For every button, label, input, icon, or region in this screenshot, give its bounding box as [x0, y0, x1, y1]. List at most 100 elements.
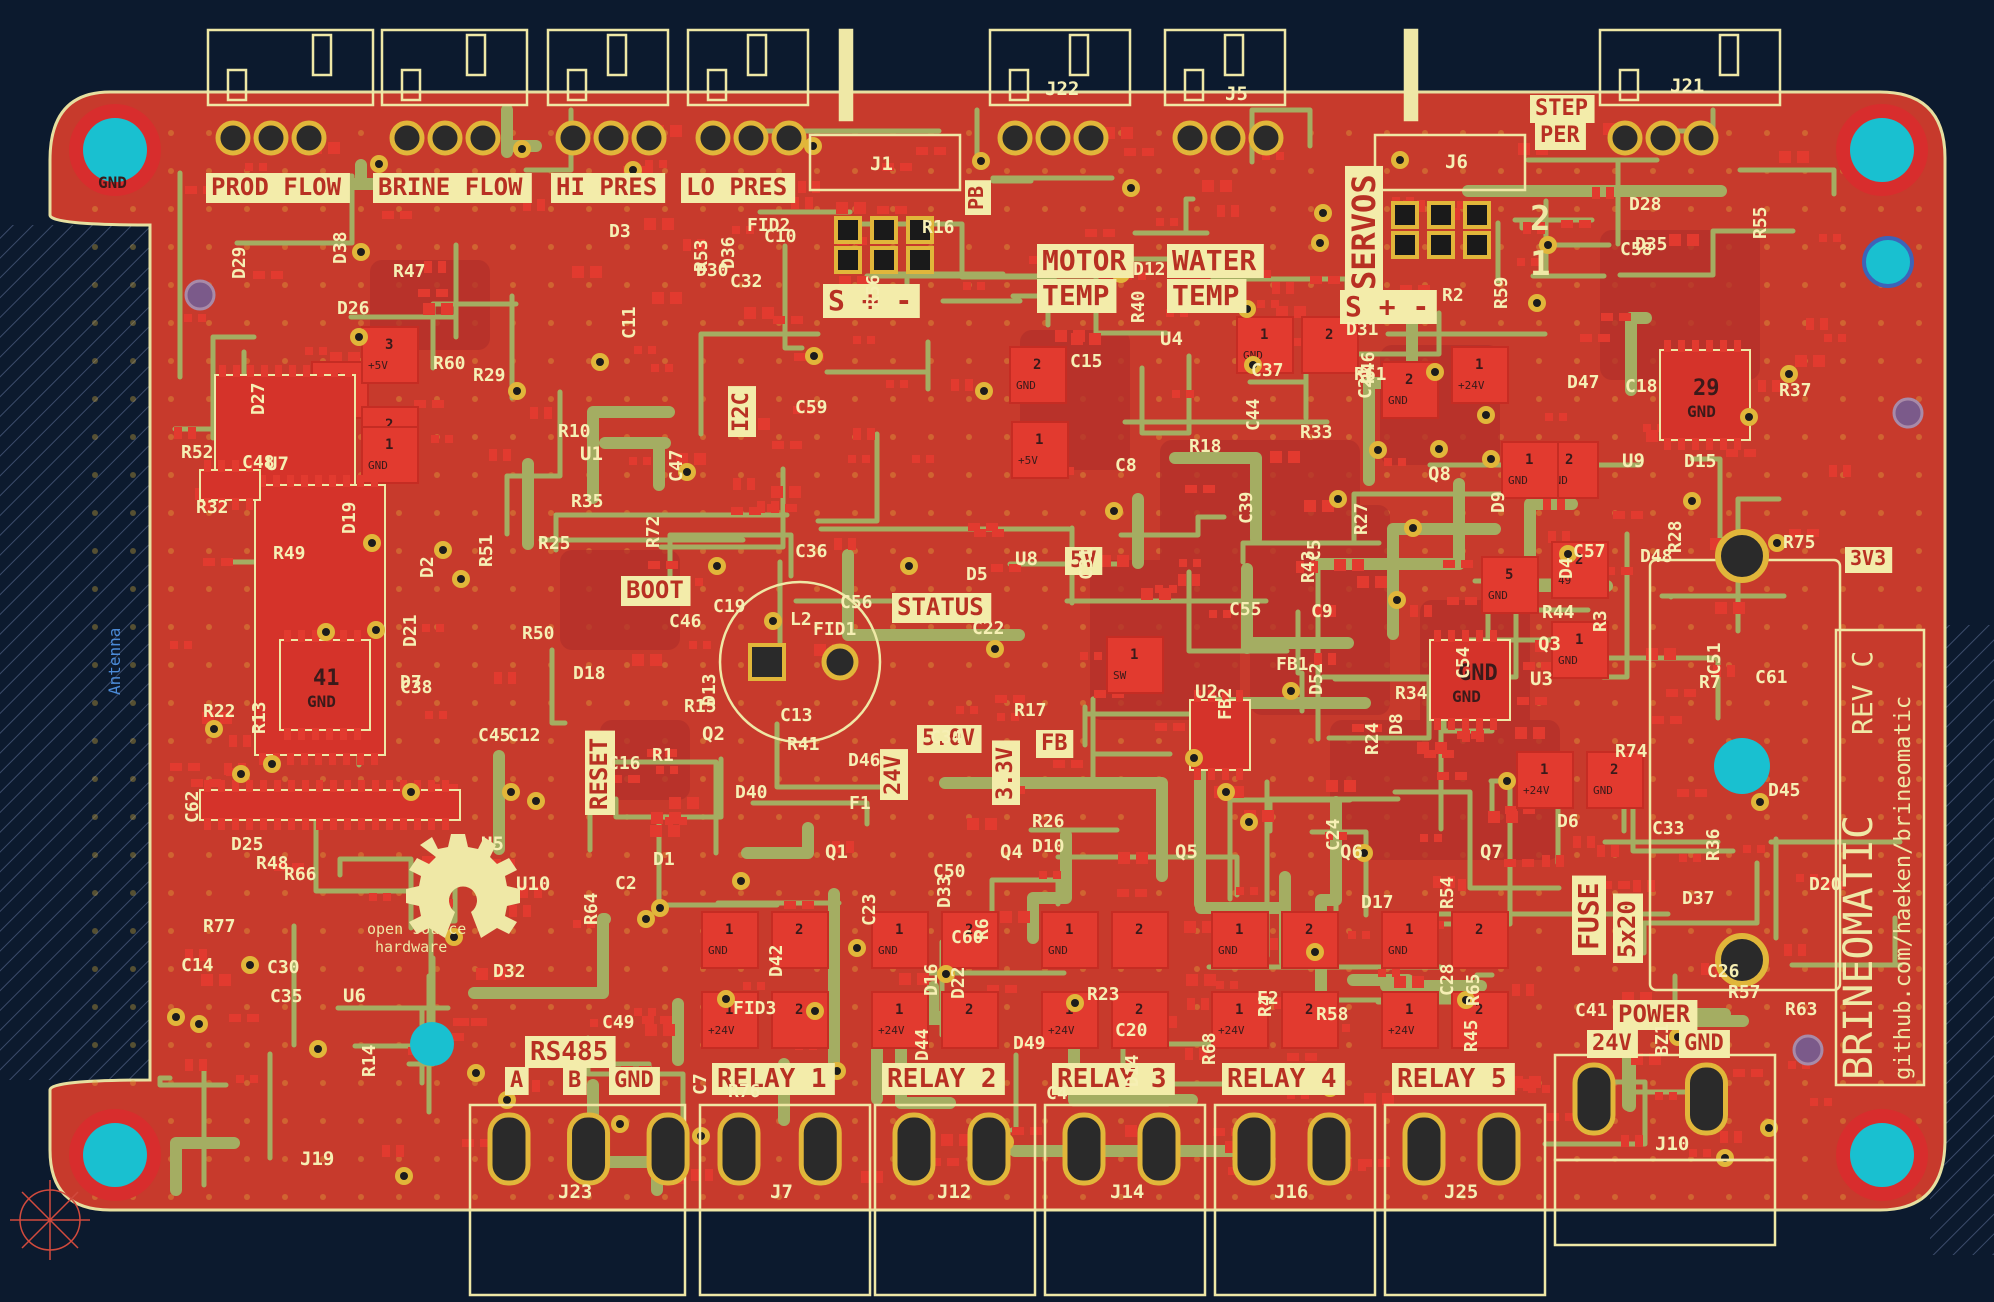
mounting-hole-bottom-right[interactable]: [1836, 1109, 1928, 1201]
smd-pad[interactable]: 1+24V: [1451, 346, 1509, 404]
top-connector[interactable]: [1163, 28, 1287, 156]
designator: R27: [1351, 502, 1372, 535]
mounting-hole-small[interactable]: [1862, 236, 1914, 288]
smd-pad[interactable]: 1+24V: [871, 991, 929, 1049]
mounting-hole-bottom-left[interactable]: [69, 1109, 161, 1201]
smd-pad[interactable]: 2: [1301, 316, 1359, 374]
svg-text:3V3: 3V3: [1850, 546, 1886, 570]
smd-pad[interactable]: 2: [1451, 911, 1509, 969]
silk-label: RELAY 3: [1052, 1063, 1175, 1095]
bottom-connector[interactable]: [1383, 1103, 1547, 1297]
smd-pad[interactable]: 2: [941, 911, 999, 969]
svg-text:HI PRES: HI PRES: [556, 173, 657, 201]
mounting-hole-top-right[interactable]: [1836, 104, 1928, 196]
designator: C2: [615, 873, 637, 894]
designator: R51: [476, 534, 497, 567]
designator: D48: [1640, 546, 1673, 567]
designator: R74: [1615, 741, 1648, 762]
ic-footprint[interactable]: [199, 460, 261, 510]
top-connector[interactable]: [988, 28, 1132, 156]
designator: R37: [1779, 380, 1812, 401]
smd-pad[interactable]: 1SW: [1106, 636, 1164, 694]
designator: C46: [669, 611, 702, 632]
svg-text:RELAY 1: RELAY 1: [717, 1064, 827, 1094]
smd-pad[interactable]: 2: [771, 911, 829, 969]
designator: C14: [181, 955, 214, 976]
designator: D28: [1629, 194, 1662, 215]
smd-pad[interactable]: 2: [1281, 911, 1339, 969]
smd-pad[interactable]: 1+5V: [1011, 421, 1069, 479]
smd-pad[interactable]: 2: [1111, 991, 1169, 1049]
designator: C59: [795, 397, 828, 418]
smd-pad[interactable]: 1+24V: [1211, 991, 1269, 1049]
mounting-hole-small[interactable]: [410, 1022, 454, 1066]
designator: C16: [608, 753, 641, 774]
smd-pad[interactable]: 2: [771, 991, 829, 1049]
mounting-hole-small[interactable]: [1714, 738, 1770, 794]
designator: D36: [718, 236, 739, 269]
top-connector[interactable]: [686, 28, 810, 156]
buzzer-bz1[interactable]: L2: [718, 580, 882, 744]
fuse-holder[interactable]: [1648, 529, 1842, 992]
mounting-hole-top-left[interactable]: GND: [69, 104, 161, 196]
bottom-connector[interactable]: [1043, 1103, 1207, 1297]
svg-text:MOTOR: MOTOR: [1042, 244, 1126, 277]
svg-text:5V: 5V: [1070, 548, 1097, 573]
designator: D21: [400, 614, 421, 647]
smd-pad[interactable]: 1+24V: [1516, 751, 1574, 809]
designator: R33: [1300, 422, 1333, 443]
designator: R55: [1750, 206, 1771, 239]
designator: C47: [666, 449, 687, 482]
smd-pad[interactable]: 2: [941, 991, 999, 1049]
silk-label: PROD FLOW: [206, 173, 350, 203]
designator: R47: [393, 261, 426, 282]
top-connector[interactable]: [206, 28, 375, 156]
designator: R40: [1128, 290, 1149, 323]
bottom-connector[interactable]: [468, 1103, 690, 1297]
designator: C58: [1620, 239, 1653, 260]
designator: Q8: [1428, 463, 1451, 485]
designator: C39: [1236, 491, 1257, 524]
silk-label: FB: [1036, 730, 1074, 758]
svg-text:2: 2: [1405, 372, 1413, 388]
svg-text:+24V: +24V: [708, 1024, 735, 1037]
smd-pad[interactable]: 2: [1281, 991, 1339, 1049]
svg-text:PROD FLOW: PROD FLOW: [211, 173, 342, 201]
designator: C4: [1046, 1083, 1068, 1104]
top-connector[interactable]: [546, 28, 670, 156]
bottom-connector[interactable]: [1553, 1053, 1777, 1247]
designator: U1: [580, 443, 603, 465]
smd-pad[interactable]: 2: [1451, 991, 1509, 1049]
top-connector[interactable]: [380, 28, 529, 156]
bottom-connector[interactable]: [698, 1103, 872, 1297]
ic-footprint[interactable]: [199, 780, 461, 830]
smd-pad[interactable]: 1+24V: [1381, 991, 1439, 1049]
open-source-hardware-logo: open source hardware: [367, 834, 520, 956]
designator: C45: [478, 725, 511, 746]
smd-pad[interactable]: 2: [1111, 911, 1169, 969]
silk-label: STEP: [1530, 95, 1595, 123]
svg-text:RELAY 5: RELAY 5: [1397, 1064, 1507, 1094]
designator: R60: [433, 353, 466, 374]
smd-pad[interactable]: 3+5V: [361, 326, 419, 384]
top-connector[interactable]: [1598, 28, 1782, 156]
silk-label: RELAY 5: [1392, 1063, 1515, 1095]
bottom-connector[interactable]: [1213, 1103, 1377, 1297]
bottom-connector[interactable]: [873, 1103, 1037, 1297]
designator: Q5: [1175, 841, 1198, 863]
